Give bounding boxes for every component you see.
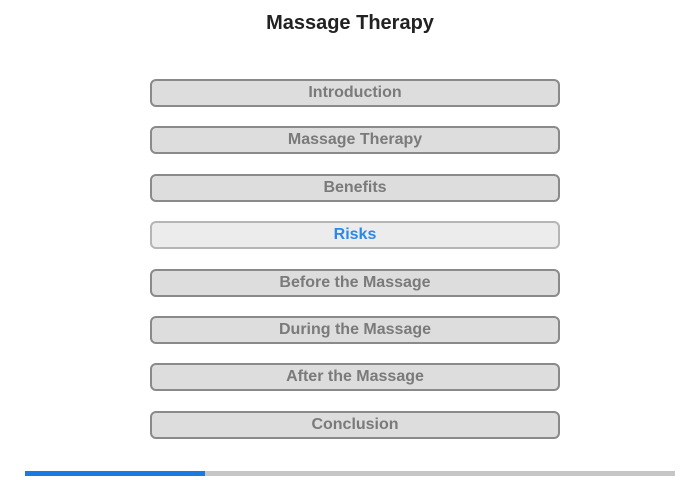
menu-item-introduction[interactable]: Introduction xyxy=(150,79,560,107)
page-title: Massage Therapy xyxy=(266,12,434,34)
topic-menu: Introduction Massage Therapy Benefits Ri… xyxy=(150,79,560,458)
menu-item-after-the-massage[interactable]: After the Massage xyxy=(150,363,560,392)
menu-item-risks[interactable]: Risks xyxy=(150,221,560,250)
progress-bar-fill xyxy=(25,471,206,476)
menu-item-massage-therapy[interactable]: Massage Therapy xyxy=(150,126,560,155)
menu-item-before-the-massage[interactable]: Before the Massage xyxy=(150,268,560,297)
menu-item-benefits[interactable]: Benefits xyxy=(150,173,560,202)
progress-bar xyxy=(25,471,675,476)
menu-item-conclusion[interactable]: Conclusion xyxy=(150,410,560,439)
menu-item-during-the-massage[interactable]: During the Massage xyxy=(150,315,560,344)
